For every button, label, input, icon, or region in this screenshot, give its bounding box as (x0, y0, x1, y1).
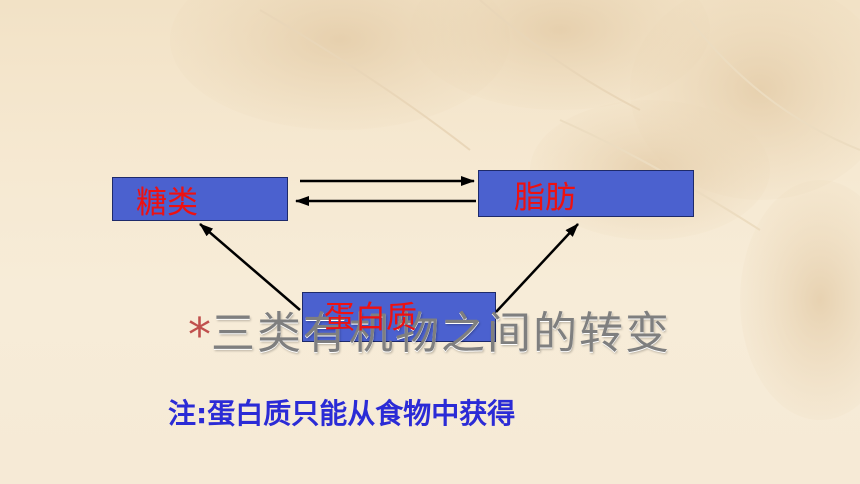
leaf-vein (559, 119, 761, 231)
note-text: 注:蛋白质只能从食物中获得 (168, 397, 516, 430)
leaf-vein (259, 9, 471, 151)
star-bullet: * (188, 308, 211, 362)
protein-box (302, 292, 496, 342)
title-text: 三类有机物之间的转变 (211, 308, 671, 359)
protein-label: 蛋白质 (324, 300, 417, 336)
fat-box (478, 170, 694, 217)
leaf-shape (740, 180, 860, 420)
arrow-protein-to-sugar (199, 223, 301, 311)
fat-label: 脂肪 (514, 180, 576, 216)
leaf-vein (689, 19, 860, 151)
sugar-label: 糖类 (136, 185, 198, 221)
arrow-protein-to-fat (495, 223, 579, 313)
leaf-vein (479, 0, 641, 111)
sugar-box (112, 177, 288, 221)
slide-title: *三类有机物之间的转变 (188, 312, 671, 359)
